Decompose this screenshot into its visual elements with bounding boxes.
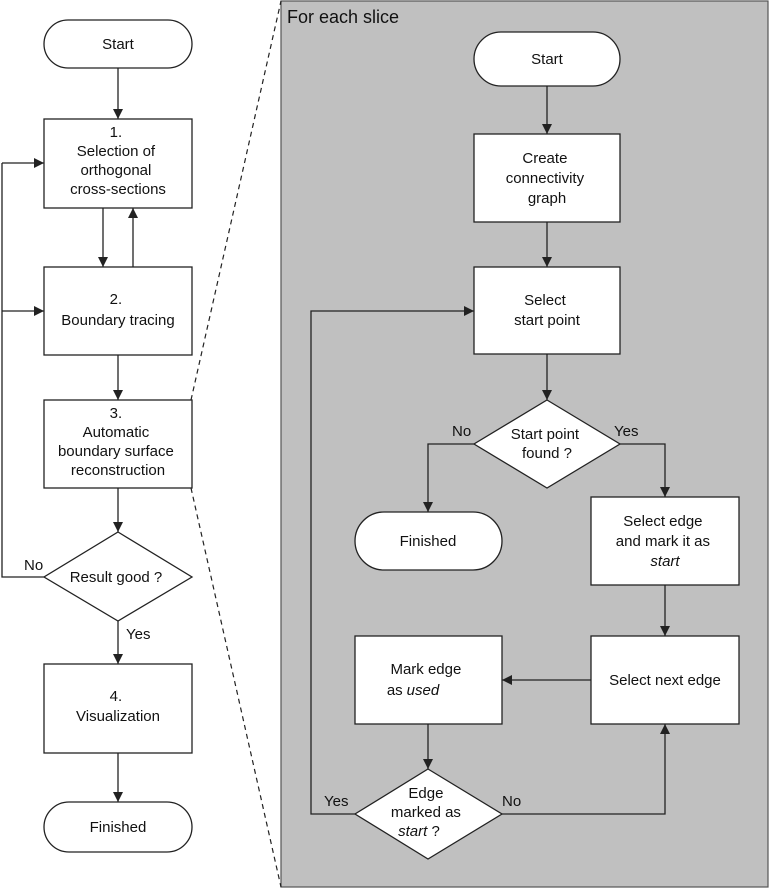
mark-edge-box	[354, 635, 503, 725]
step3-box	[43, 399, 193, 489]
select-edge-label: Select edge and mark it as start	[616, 513, 714, 570]
decision1-yes-label: Yes	[614, 423, 638, 440]
no-loop-line	[1, 163, 44, 578]
select-start-box	[473, 266, 621, 355]
create-graph-label: Create connectivity graph	[506, 150, 589, 207]
arrow-yes-select-start	[310, 306, 474, 815]
select-start-label: Select start point	[514, 292, 581, 329]
start-point-decision	[472, 399, 622, 489]
left-yes-label: Yes	[126, 626, 150, 643]
edge-start-decision-label: Edge marked as start ?	[391, 785, 465, 840]
create-graph-box	[473, 133, 621, 223]
right-finished-label: Finished	[400, 533, 457, 550]
decision1-no-label: No	[452, 423, 471, 440]
start-point-decision-label: Start point found ?	[511, 426, 584, 462]
left-start-label: Start	[102, 36, 135, 53]
result-decision-label: Result good ?	[70, 569, 163, 586]
step3-label: 3. Automatic boundary surface reconstruc…	[58, 405, 178, 479]
left-no-label: No	[24, 557, 43, 574]
decision2-yes-label: Yes	[324, 793, 348, 810]
step1-label: 1. Selection of orthogonal cross-section…	[70, 124, 166, 198]
panel-title: For each slice	[287, 7, 399, 27]
select-next-edge-box	[590, 635, 740, 725]
arrow-yes-select-edge	[620, 443, 670, 497]
left-finished-label: Finished	[90, 819, 147, 836]
zoom-line-bottom	[190, 487, 282, 888]
step2-label: 2. Boundary tracing	[61, 291, 174, 329]
step4-label: 4. Visualization	[76, 688, 160, 725]
right-start-label: Start	[531, 51, 564, 68]
decision2-no-label: No	[502, 793, 521, 810]
select-edge-box	[590, 496, 740, 586]
select-next-edge-label: Select next edge	[609, 672, 721, 689]
zoom-line-top	[190, 0, 282, 401]
edge-start-decision	[353, 768, 504, 860]
arrow-no-next-edge	[502, 724, 670, 815]
arrow-no-finished	[423, 443, 474, 512]
step2-box	[43, 266, 193, 356]
